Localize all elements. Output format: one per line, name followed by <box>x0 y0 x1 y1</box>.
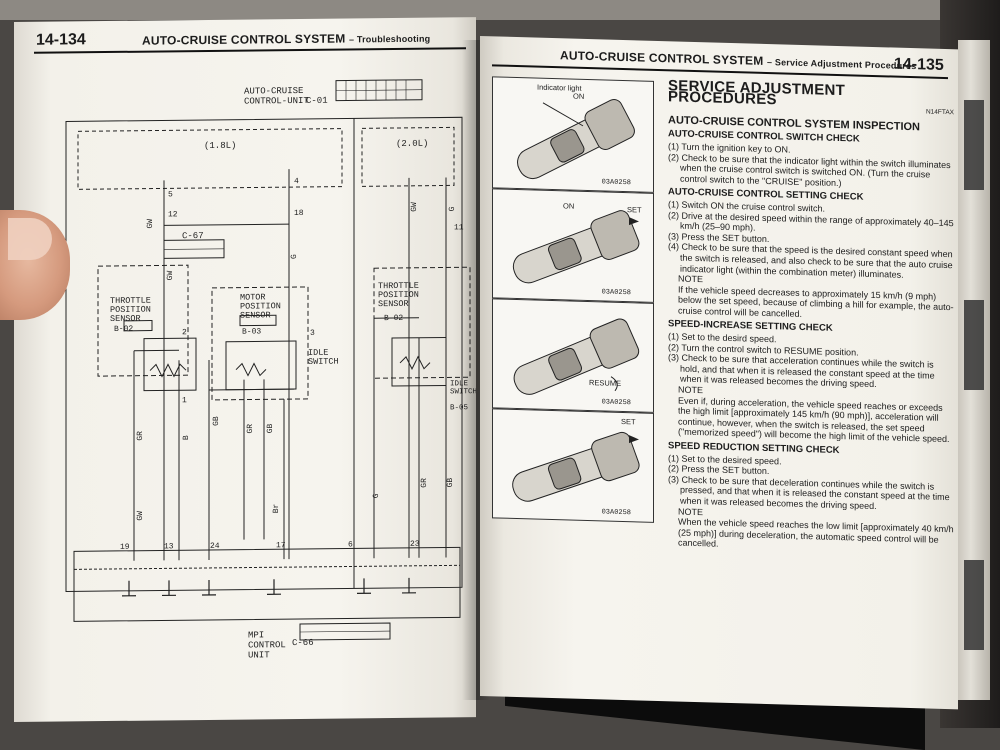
pin-label: 19 <box>120 543 130 552</box>
figure-switch-resume: RESUME 03A0258 <box>492 298 654 413</box>
wire-code-gw-4: GW <box>410 202 419 212</box>
cruise-switch-resume-illustration-icon <box>493 299 653 411</box>
wire-code-gr-3: GR <box>420 478 429 488</box>
wire-code-g-2: G <box>372 493 381 498</box>
figure-label: ON <box>573 92 584 101</box>
pin-label: 3 <box>310 329 315 338</box>
right-page-number: 14-135 <box>894 56 944 75</box>
wire-code-gr-2: GR <box>246 424 255 434</box>
pin-label: 4 <box>294 177 299 186</box>
figure-code: 03A0258 <box>602 178 631 187</box>
open-manual: 14-134 AUTO-CRUISE CONTROL SYSTEM – Trou… <box>0 0 1000 728</box>
wire-code-b: B <box>182 435 191 440</box>
figure-code: 03A0258 <box>602 398 631 407</box>
note-text: When the vehicle speed reaches the low l… <box>678 517 954 556</box>
figure-label: RESUME <box>589 378 621 388</box>
connector-c67-label: C-67 <box>182 231 204 241</box>
right-page: AUTO-CRUISE CONTROL SYSTEM – Service Adj… <box>480 36 958 709</box>
note-text: If the vehicle speed decreases to approx… <box>678 284 954 323</box>
wire-code-gr: GR <box>136 431 145 441</box>
thumb-nail <box>8 218 52 260</box>
motor-sensor-label: MOTORPOSITIONSENSOR <box>240 292 281 320</box>
unit-bottom-code: C-66 <box>292 638 314 648</box>
pin-label: 1 <box>182 396 187 405</box>
pin-label: 24 <box>210 542 220 551</box>
variant-a-label: (1.8L) <box>204 141 236 151</box>
pin-label: 13 <box>164 542 174 551</box>
cruise-switch-set-2-illustration-icon <box>493 409 653 521</box>
idle-switch-label: IDLESWITCH <box>308 348 339 367</box>
wire-code-gw-3: GW <box>136 511 145 521</box>
wire-code-gb: GB <box>212 416 221 426</box>
left-page: 14-134 AUTO-CRUISE CONTROL SYSTEM – Trou… <box>14 17 476 722</box>
pin-label: 2 <box>182 328 187 337</box>
figure-label: SET <box>621 417 636 426</box>
note-text: Even if, during acceleration, the vehicl… <box>678 395 954 445</box>
motor-sensor-code: B-03 <box>242 327 261 336</box>
wire-code-g-3: G <box>448 206 457 211</box>
figure-code: 03A0258 <box>602 508 631 517</box>
pin-label: 17 <box>276 541 286 550</box>
unit-top-label: AUTO-CRUISECONTROL-UNIT <box>244 86 309 107</box>
pin-label: 5 <box>168 190 173 199</box>
wire-code-gb-3: GB <box>446 478 455 488</box>
wire-code-g: G <box>290 254 299 259</box>
figure-switch-set: ON SET 03A0258 <box>492 188 654 303</box>
wire-code-br: Br <box>272 503 281 513</box>
procedures-text: SERVICE ADJUSTMENT PROCEDURES N14FTAX AU… <box>668 81 954 556</box>
figure-label: SET <box>627 205 642 214</box>
right-title-main: AUTO-CRUISE CONTROL SYSTEM <box>560 48 763 68</box>
variant-b-label: (2.0L) <box>396 139 428 149</box>
pin-label: 6 <box>348 540 353 549</box>
figure-switch-on: Indicator light ON 03A0258 <box>492 76 654 193</box>
throttle-a-label: THROTTLEPOSITIONSENSOR <box>110 296 151 324</box>
throttle-b-code: B-02 <box>384 314 403 323</box>
throttle-b-label: THROTTLEPOSITIONSENSOR <box>378 281 419 309</box>
throttle-a-code: B-02 <box>114 325 133 334</box>
figure-switch-set-2: SET 03A0258 <box>492 408 654 523</box>
wire-code-gw: GW <box>146 219 155 229</box>
figure-code: 03A0258 <box>602 288 631 297</box>
wire-code-gw-2: GW <box>166 271 175 281</box>
step-text: (2) Check to be sure that the indicator … <box>668 152 954 192</box>
wire-code-gb-2: GB <box>266 423 275 433</box>
unit-top-code: C-01 <box>306 96 328 106</box>
pin-label: 12 <box>168 210 178 219</box>
figure-label: ON <box>563 201 574 210</box>
unit-bottom-label: MPICONTROLUNIT <box>248 630 286 660</box>
pin-label: 18 <box>294 209 304 218</box>
pin-label: 23 <box>410 540 420 549</box>
page-edge-tabs <box>958 40 990 700</box>
wiring-schematic: AUTO-CRUISECONTROL-UNIT C-01 (1.8L) (2.0… <box>14 17 476 722</box>
